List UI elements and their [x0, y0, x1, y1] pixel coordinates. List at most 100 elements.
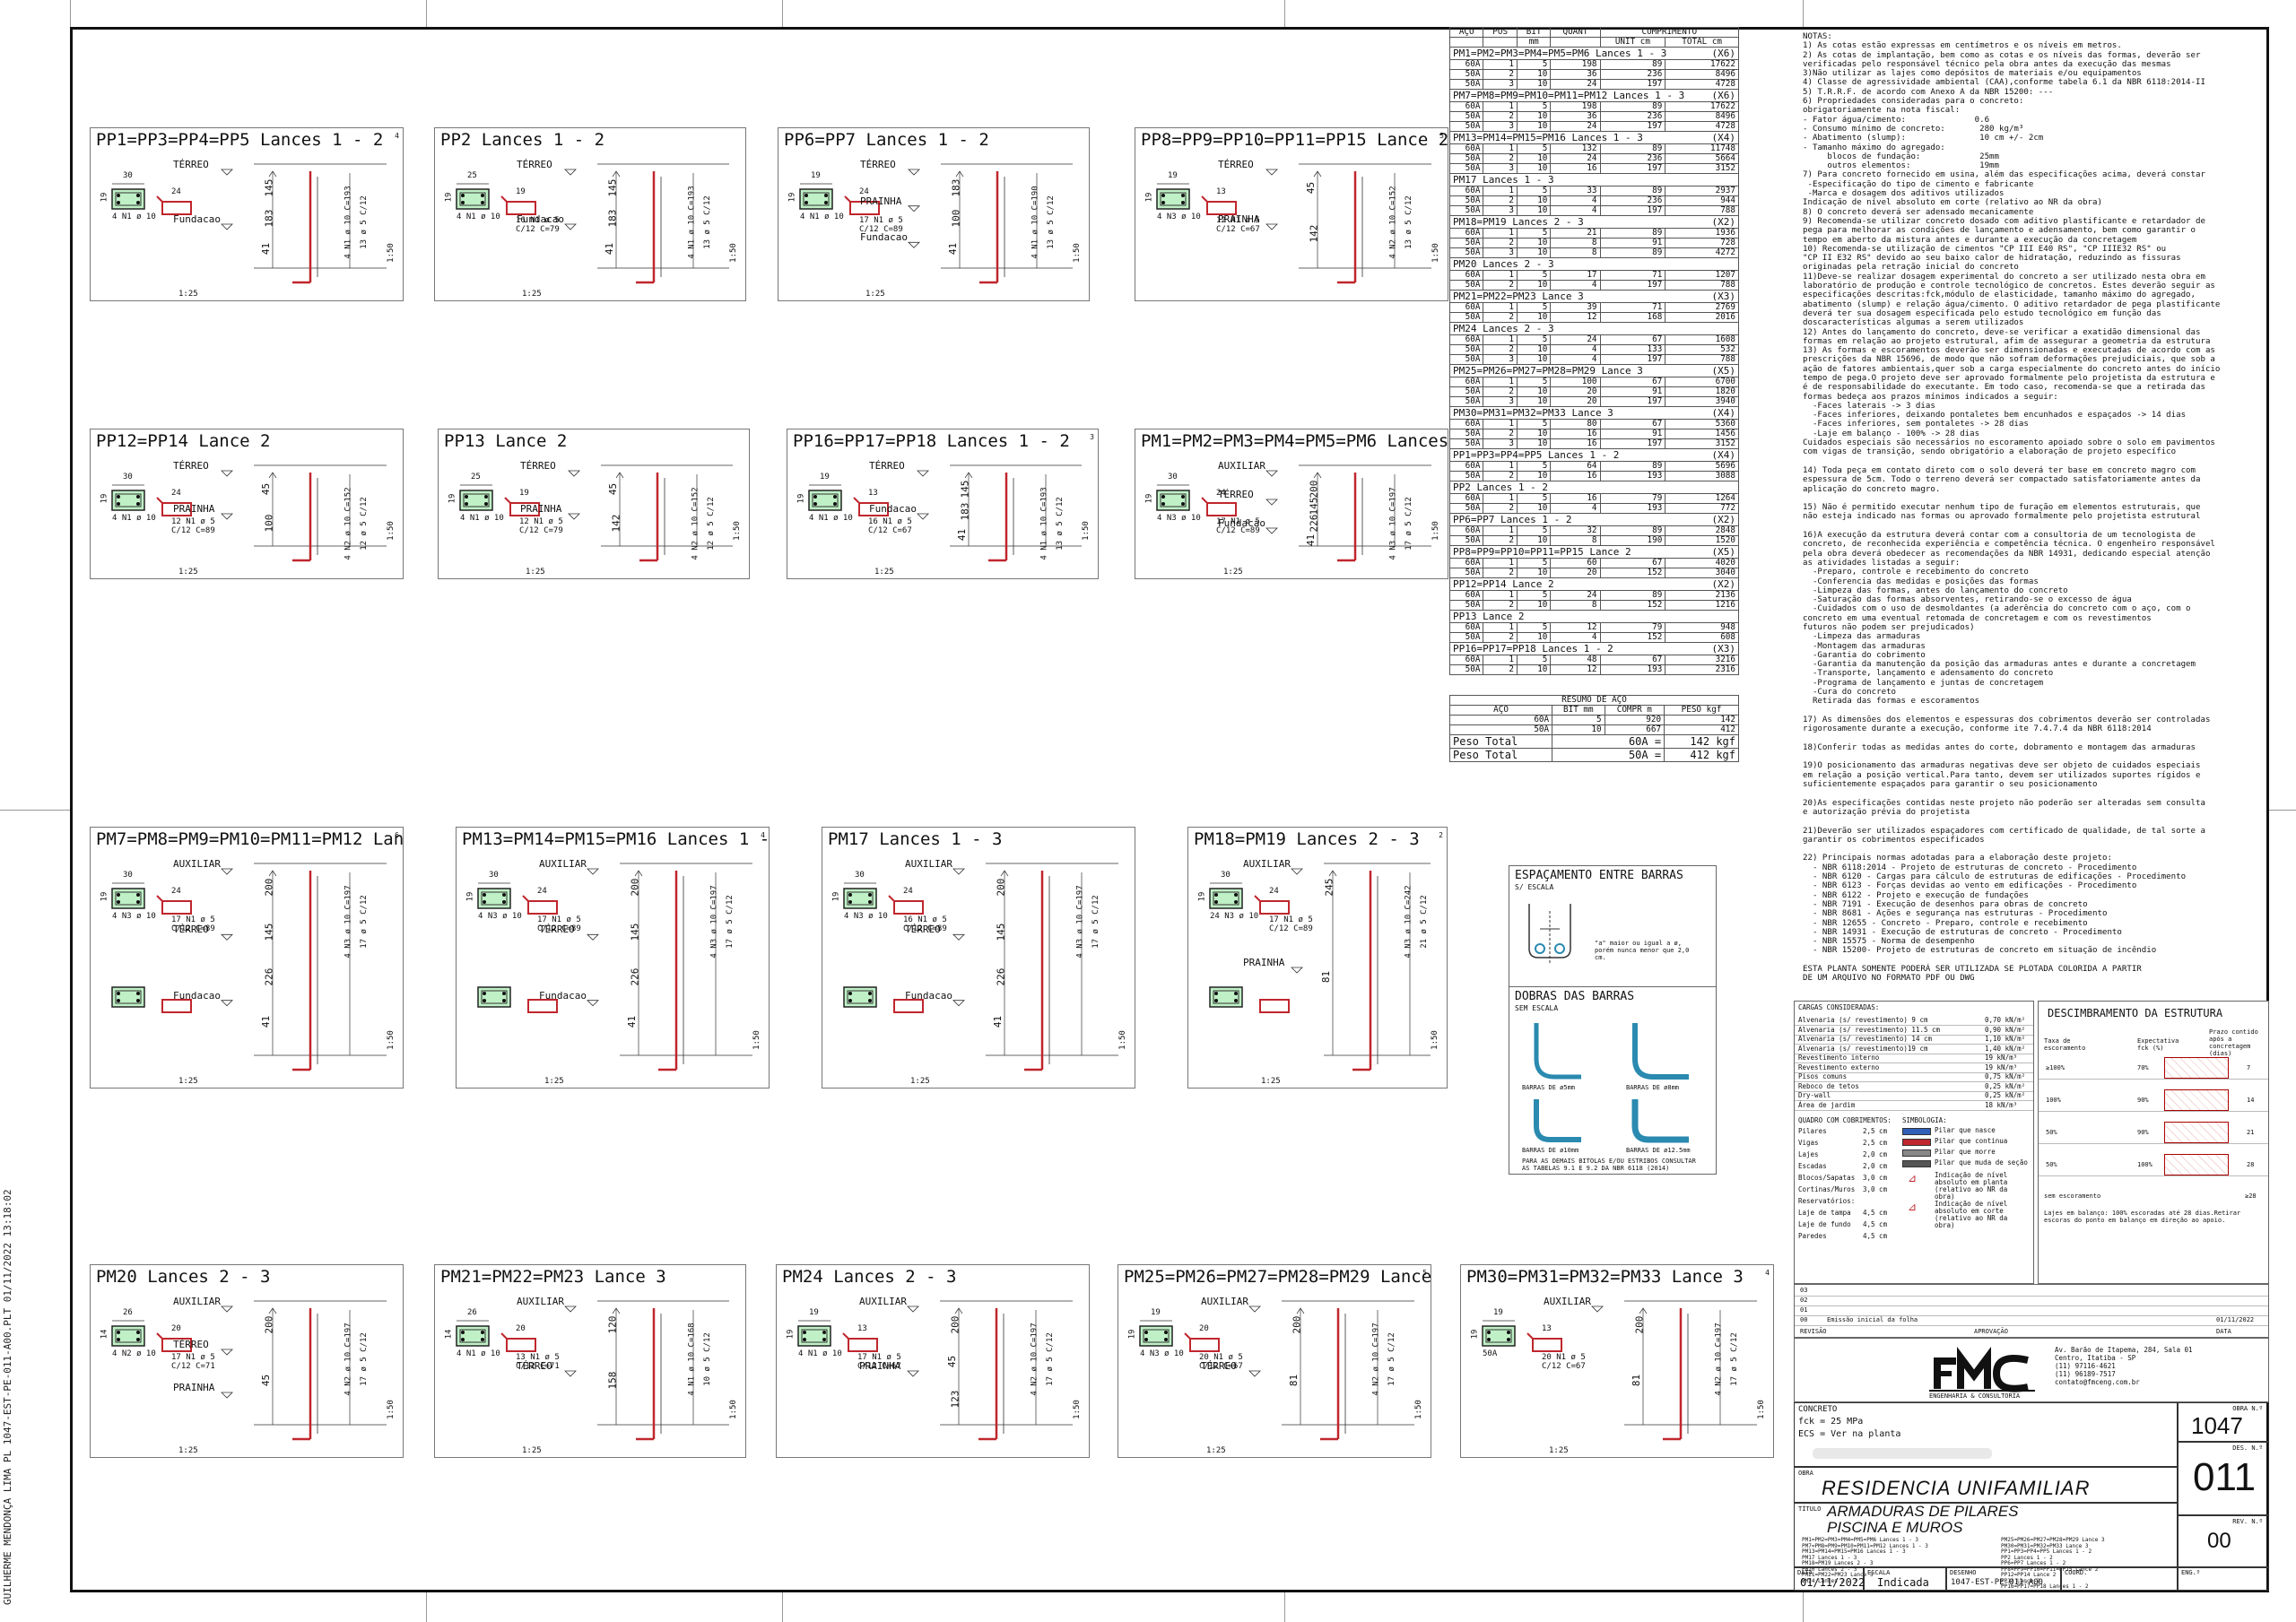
steel-cell: 4728 — [1665, 121, 1739, 132]
engineer-box: ENG.º — [2178, 1567, 2269, 1591]
date-box: DATA 01/11/2022 — [1794, 1567, 1865, 1591]
shoring-rate: 100% — [2046, 1097, 2061, 1104]
summary-header: AÇO — [1448, 705, 1553, 716]
steel-cell: 4 — [1550, 503, 1601, 514]
dimension-label: 183 — [606, 209, 619, 228]
steel-cell: 3 — [1483, 354, 1518, 365]
dimension-label: 226 — [995, 967, 1007, 986]
steel-cell: 6700 — [1665, 377, 1739, 387]
steel-group-title: PP13 Lance 2 — [1453, 610, 1525, 622]
steel-cell: 24 — [1550, 334, 1601, 345]
rebar-dot — [117, 201, 120, 204]
symbol-swatch-icon — [1902, 1139, 1931, 1146]
margin-tick — [0, 810, 70, 811]
margin-tick — [426, 1592, 427, 1622]
level-label: AUXILIAR — [1201, 1296, 1248, 1307]
section-bars-label: 4 N3 ø 10 — [112, 912, 156, 921]
steel-group-title: PM24 Lances 2 - 3 — [1453, 322, 1554, 334]
section-height: 19 — [1127, 1329, 1137, 1340]
summary-total-steel: 50A = — [1552, 748, 1665, 762]
pillar-detail-drawing — [1139, 1300, 1414, 1441]
pillar-detail-drawing — [456, 1300, 729, 1441]
level-label: TÉRREO — [539, 924, 575, 936]
steel-cell: 80 — [1550, 419, 1601, 429]
rebar-dot — [136, 900, 140, 904]
bar-bending-detail: DOBRAS DAS BARRAS SEM ESCALA BARRAS DE ø… — [1509, 986, 1717, 1175]
level-marker-icon — [221, 470, 233, 477]
steel-cell: 788 — [1665, 280, 1739, 291]
section-bars-label: 4 N1 ø 10 — [112, 514, 156, 523]
steel-cell: 60A — [1448, 101, 1484, 112]
steel-cell: 3088 — [1665, 471, 1739, 481]
stirrup-callout: 13 ø 5 C/12 — [1055, 497, 1065, 551]
symbol-label: Pilar que continua — [1935, 1137, 2008, 1145]
dimension-label: 145 — [995, 923, 1007, 941]
rebar-dot — [833, 502, 837, 506]
level-marker-icon — [221, 1349, 233, 1356]
steel-group-qty: (X4) — [1711, 448, 1736, 461]
project-name-box: OBRA RESIDENCIA UNIFAMILIAR — [1794, 1467, 2178, 1503]
rebar-dot — [117, 194, 120, 197]
steel-subheader: TOTAL cm — [1665, 37, 1739, 48]
steel-group-qty: (X3) — [1711, 290, 1736, 302]
rebar-dot — [481, 201, 484, 204]
elevation-scale: 1:50 — [1081, 521, 1091, 541]
column-section — [459, 490, 493, 511]
stirrup-width: 24 — [859, 187, 869, 196]
level-marker-icon — [908, 169, 920, 176]
section-height: 19 — [786, 1329, 796, 1340]
pillar-detail-drawing — [1209, 863, 1431, 1071]
stirrup-shape — [506, 1338, 536, 1352]
stirrup-label: 16 N1 ø 5 C/12 C=67 — [868, 517, 918, 535]
load-item: Dry-wall — [1798, 1091, 1831, 1099]
steel-cell: 50A — [1448, 632, 1484, 643]
section-bars-label: 4 N3 ø 10 — [478, 912, 522, 921]
steel-cell: 1 — [1483, 334, 1518, 345]
rebar-dot — [813, 502, 817, 506]
steel-cell: 788 — [1665, 205, 1739, 216]
steel-cell: 10 — [1516, 632, 1552, 643]
steel-cell: 2 — [1483, 153, 1518, 164]
stirrup-width: 13 — [868, 489, 878, 498]
rebar-dot — [136, 201, 140, 204]
steel-cell: 60A — [1448, 419, 1484, 429]
rebar-dot — [824, 194, 828, 197]
column-section — [799, 188, 833, 210]
dimension-label: 145 — [959, 480, 971, 499]
rebar-dot — [1161, 502, 1165, 506]
section-height: 19 — [465, 891, 475, 902]
load-item: Revestimento externo — [1798, 1063, 1880, 1071]
steel-cell: 100 — [1550, 377, 1601, 387]
cover-item: Paredes — [1798, 1232, 1827, 1240]
rebar-dot — [1181, 502, 1185, 506]
steel-cell: 4 — [1550, 354, 1601, 365]
steel-cell: 10 — [1516, 163, 1552, 174]
cover-title: QUADRO COM COBRIMENTOS: — [1798, 1116, 1892, 1124]
steel-cell: 8 — [1550, 600, 1601, 611]
section-height: 19 — [448, 493, 457, 504]
shoring-fck: 100% — [2137, 1161, 2152, 1168]
steel-cell: 50A — [1448, 153, 1484, 164]
shoring-foot: sem escoramento — [2044, 1193, 2101, 1200]
steel-cell: 10 — [1516, 396, 1552, 407]
level-label: TÉRREO — [173, 460, 209, 472]
drawing-title-box: TÍTULO ARMADURAS DE PILARES PISCINA E MU… — [1794, 1503, 2178, 1590]
steel-cell: 5 — [1516, 270, 1552, 281]
section-width: 26 — [123, 1308, 133, 1317]
rebar-dot — [117, 502, 120, 506]
row-divider — [2039, 1143, 2268, 1144]
rebar-dot — [1234, 900, 1238, 904]
row-divider — [1795, 1044, 2033, 1045]
stirrup-shape — [1259, 900, 1290, 915]
steel-cell: 2 — [1483, 280, 1518, 291]
stirrup-label: 17 N1 ø 5 C/12 C=89 — [1216, 517, 1265, 535]
steel-group-title: PM13=PM14=PM15=PM16 Lances 1 - 3 — [1453, 131, 1643, 143]
level-label: TÉRREO — [173, 924, 209, 936]
steel-cell: 3216 — [1665, 655, 1739, 665]
dimension-label: 142 — [1308, 224, 1320, 243]
